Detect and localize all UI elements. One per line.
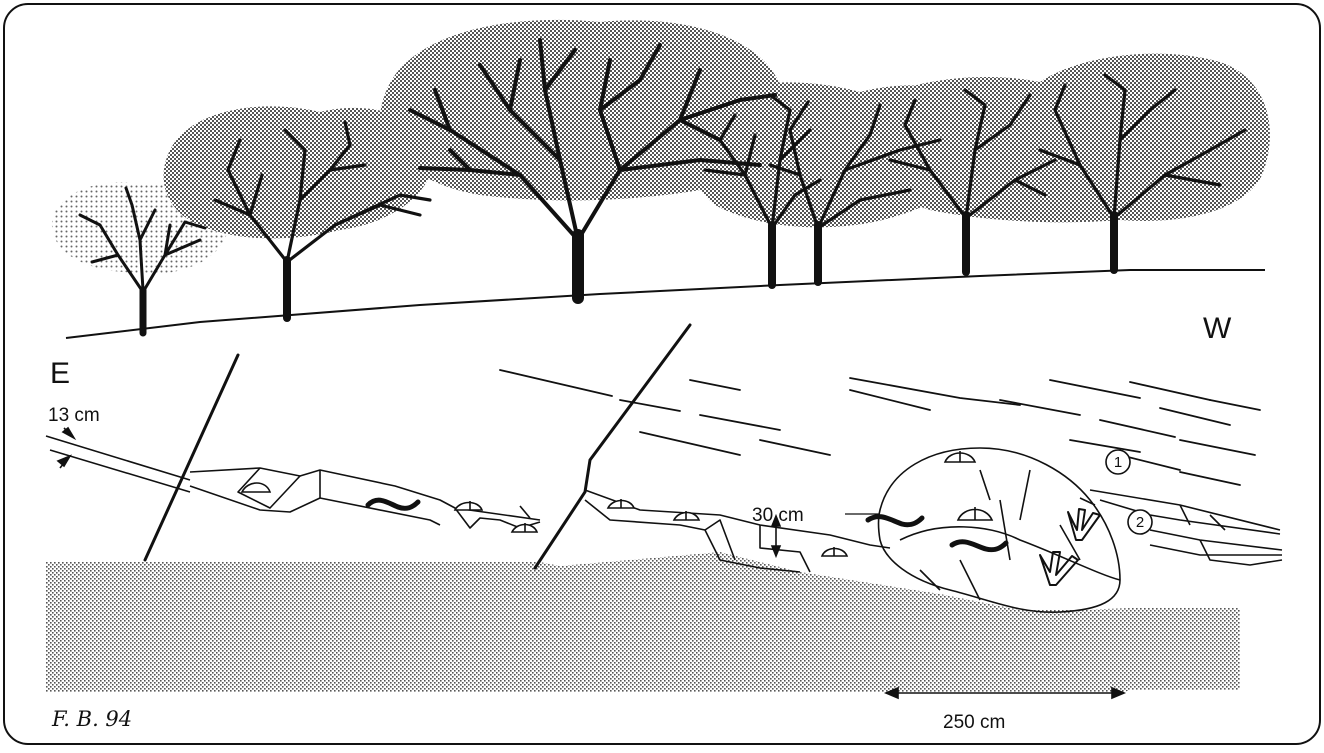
marker-1-label: 1 [1114,454,1122,471]
marker-2-label: 2 [1136,514,1144,531]
step-height-label: 30 cm [752,505,804,526]
west-label: W [1203,312,1232,345]
artist-signature: F. B. 94 [51,707,132,731]
east-label: E [50,357,70,390]
scale-bar-label: 250 cm [943,712,1005,733]
layer-thickness-label: 13 cm [48,405,100,426]
